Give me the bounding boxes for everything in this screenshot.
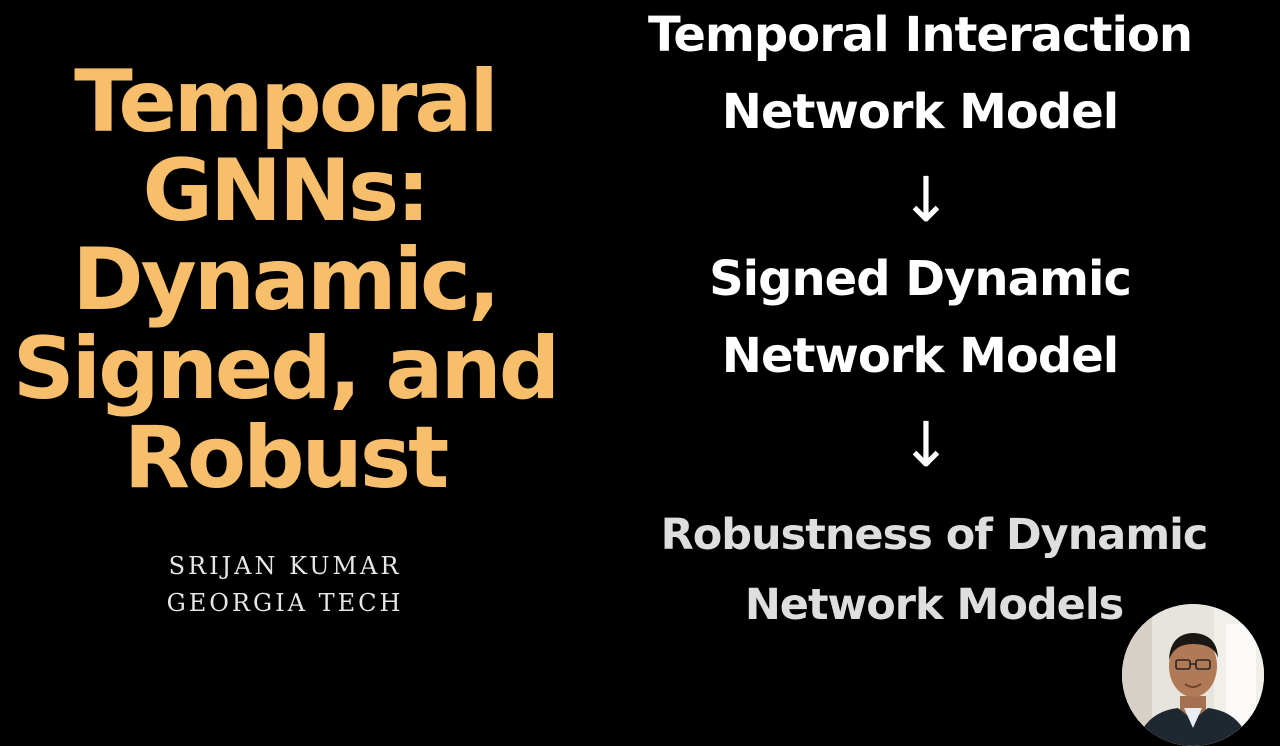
author-block: SRIJAN KUMAR GEORGIA TECH (0, 548, 570, 622)
flow-step-line: Temporal Interaction (647, 7, 1193, 63)
flow-step-line: Network Models (744, 580, 1124, 630)
flow-step-temporal-interaction: Temporal Interaction Network Model (600, 0, 1240, 151)
arrow-down-icon: ↓ (900, 408, 952, 481)
slide-title: Temporal GNNs: Dynamic, Signed, and Robu… (0, 58, 570, 503)
title-line: Signed, and (12, 319, 561, 419)
title-line: Dynamic, (72, 230, 500, 330)
title-line: GNNs: (142, 141, 430, 241)
title-line: Robust (123, 408, 449, 508)
flow-step-line: Robustness of Dynamic (660, 510, 1209, 560)
author-affiliation: GEORGIA TECH (166, 589, 404, 617)
author-name: SRIJAN KUMAR (168, 552, 402, 580)
arrow-down-icon: ↓ (900, 163, 952, 236)
title-line: Temporal (74, 52, 499, 152)
flow-step-signed-dynamic: Signed Dynamic Network Model (600, 241, 1240, 395)
flow-step-robustness: Robustness of Dynamic Network Models (614, 500, 1254, 640)
flow-step-line: Network Model (721, 84, 1119, 140)
presenter-webcam-icon (1122, 604, 1264, 746)
flow-step-line: Network Model (721, 328, 1119, 384)
flow-step-line: Signed Dynamic (709, 251, 1132, 307)
presenter-avatar (1122, 604, 1264, 746)
